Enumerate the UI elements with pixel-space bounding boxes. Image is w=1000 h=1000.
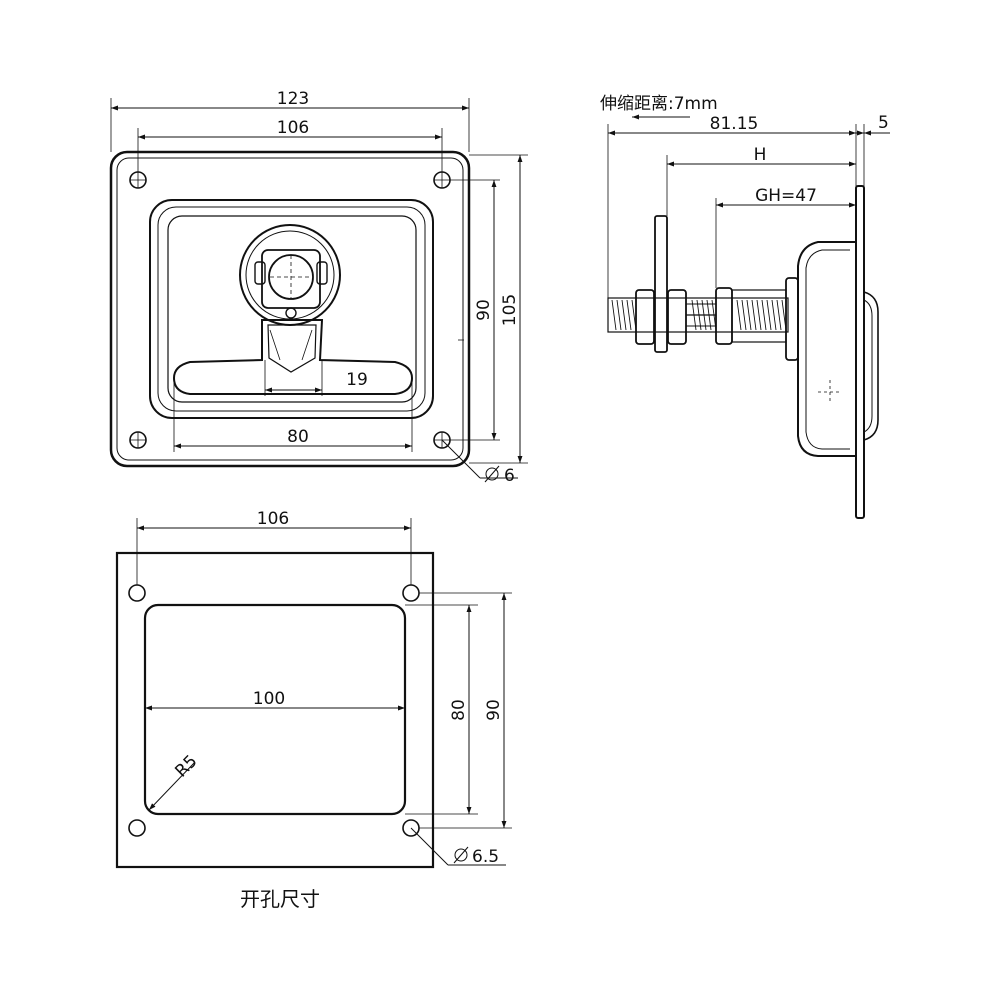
side-collar-1	[715, 287, 733, 345]
cutout-hole-bottom-left	[128, 819, 146, 837]
dim-81-15-label: 81.15	[710, 114, 759, 134]
side-plate	[855, 185, 865, 519]
front-pan-mid	[157, 206, 426, 412]
front-plate-outline	[109, 150, 471, 468]
front-plate-inner-edge	[116, 157, 464, 461]
dim-80-cutout: 80	[405, 604, 478, 815]
dim-h-label: H	[754, 145, 767, 165]
dim-90-front: 90	[450, 179, 500, 441]
dim-106-front-label: 106	[277, 118, 309, 138]
dim-gh: GH=47	[715, 186, 856, 288]
dim-stroke: 伸缩距离:7mm	[600, 94, 718, 120]
cutout-view: 106 100 80 90 R5 6.5	[115, 509, 512, 911]
dim-100-label: 100	[253, 689, 285, 709]
t-handle	[172, 319, 414, 395]
dim-r5-label: R5	[171, 751, 201, 781]
dim-100: 100	[145, 689, 405, 711]
dim-80-handle: 80	[173, 380, 413, 452]
dim-19: 19	[264, 360, 368, 396]
front-pan-inner	[167, 215, 417, 403]
dim-5: 5	[840, 113, 890, 186]
cutout-panel	[115, 551, 435, 869]
dim-123: 123	[110, 89, 470, 152]
dim-gh-label: GH=47	[755, 186, 817, 206]
dim-5-label: 5	[878, 113, 889, 133]
front-mounting-holes	[129, 171, 451, 449]
dim-hole-6-label: 6	[504, 466, 515, 486]
dim-106-front: 106	[137, 118, 443, 172]
cutout-hole-top-right	[402, 584, 420, 602]
dim-19-label: 19	[346, 370, 368, 390]
dim-105-label: 105	[500, 294, 520, 326]
dim-hole-6-5-label: 6.5	[472, 847, 499, 867]
side-view: 伸缩距离:7mm 81.15 5 H GH=47	[600, 94, 890, 519]
dim-123-label: 123	[277, 89, 309, 109]
dim-106-cutout: 106	[136, 509, 412, 585]
side-pan-body	[797, 241, 856, 457]
dim-105: 105	[469, 154, 528, 464]
cutout-mounting-holes	[128, 584, 420, 837]
dim-hole-6: 6	[441, 439, 518, 486]
cutout-hole-top-left	[128, 584, 146, 602]
dim-90-front-label: 90	[474, 299, 494, 321]
rotary-boss	[239, 224, 341, 326]
dim-stroke-label: 伸缩距离:7mm	[600, 94, 718, 114]
dim-80-cutout-label: 80	[449, 699, 469, 721]
dim-90-cutout: 90	[419, 592, 512, 829]
front-view: 123 106 90 105 80 19	[109, 89, 528, 486]
dim-h: H	[666, 145, 856, 216]
side-cam-arm	[654, 215, 668, 353]
front-pan-outer	[149, 199, 434, 419]
dim-hole-6-5: 6.5	[410, 827, 506, 867]
dim-r5: R5	[148, 751, 202, 811]
dim-90-cutout-label: 90	[484, 699, 504, 721]
cutout-opening	[143, 603, 407, 816]
dim-80-handle-label: 80	[287, 427, 309, 447]
cutout-caption: 开孔尺寸	[240, 887, 320, 911]
side-collar-2	[731, 289, 787, 343]
dim-106-cutout-label: 106	[257, 509, 289, 529]
dim-81-15: 81.15	[607, 114, 865, 300]
